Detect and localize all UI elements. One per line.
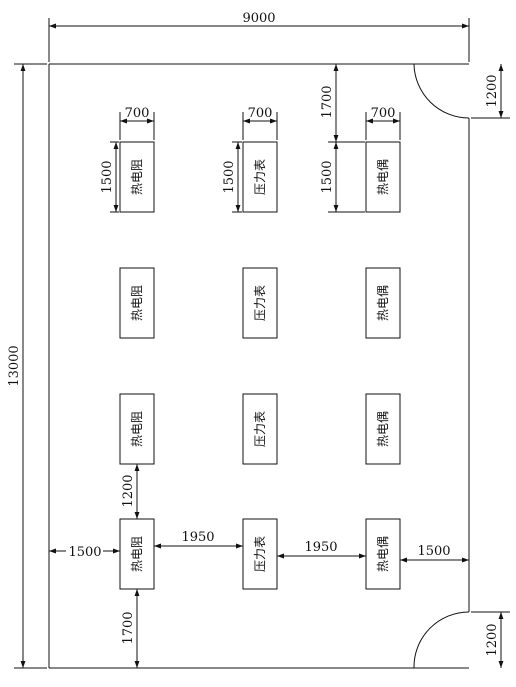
overall-width-dimension: 9000 xyxy=(48,11,470,62)
door-bottom-dimension: 1200 xyxy=(471,611,510,668)
instrument-label: 热电阻 xyxy=(130,411,144,447)
instrument-box-left-3: 热电阻 xyxy=(119,393,155,465)
column-gap-dimension-1: 1950 xyxy=(154,530,243,549)
box-height-dimension-middle: 1500 xyxy=(222,141,242,213)
left-margin-label: 1500 xyxy=(68,545,101,560)
instrument-label: 热电阻 xyxy=(130,159,144,195)
instrument-box-middle-3: 压力表 xyxy=(242,393,278,465)
right-margin-label: 1500 xyxy=(417,544,450,559)
box-width-label: 700 xyxy=(371,106,396,121)
box-width-dimension-middle: 700 xyxy=(242,106,278,140)
door-top xyxy=(413,63,470,119)
instrument-label: 热电偶 xyxy=(376,411,390,447)
instrument-box-left-2: 热电阻 xyxy=(119,267,155,339)
overall-height-dimension: 13000 xyxy=(7,63,47,669)
top-offset-label: 1700 xyxy=(320,85,335,118)
column-gap-dimension-2: 1950 xyxy=(277,540,366,559)
box-height-label: 1500 xyxy=(222,160,237,193)
box-width-dimension-right: 700 xyxy=(365,106,401,140)
box-height-label: 1500 xyxy=(100,160,115,193)
instrument-box-right-1: 热电偶 xyxy=(365,141,401,213)
box-width-dimension-left: 700 xyxy=(119,106,155,140)
instrument-label: 热电阻 xyxy=(130,536,144,572)
box-height-label: 1500 xyxy=(320,160,335,193)
overall-width-label: 9000 xyxy=(242,11,275,26)
left-margin-dimension: 1500 xyxy=(49,545,120,560)
bottom-offset-dimension: 1700 xyxy=(121,589,140,668)
door-top-label: 1200 xyxy=(485,74,500,107)
instrument-label: 压力表 xyxy=(253,411,267,447)
instrument-box-middle-1: 压力表 xyxy=(242,141,278,213)
instrument-box-middle-4: 压力表 xyxy=(242,518,278,590)
instrument-box-right-4: 热电偶 xyxy=(365,518,401,590)
door-top-dimension: 1200 xyxy=(471,64,510,119)
bottom-offset-label: 1700 xyxy=(121,611,136,644)
instrument-box-right-3: 热电偶 xyxy=(365,393,401,465)
box-width-label: 700 xyxy=(248,106,273,121)
overall-height-label: 13000 xyxy=(7,345,22,386)
column-gap-label-2: 1950 xyxy=(304,540,337,555)
row-gap-dimension: 1200 xyxy=(121,464,140,519)
instrument-box-left-4: 热电阻 xyxy=(119,518,155,590)
instrument-label: 压力表 xyxy=(253,159,267,195)
instrument-label: 压力表 xyxy=(253,285,267,321)
instrument-label: 压力表 xyxy=(253,536,267,572)
room-outline xyxy=(48,63,470,669)
box-height-dimension-left: 1500 xyxy=(100,141,119,213)
box-height-dimension-right: 1500 xyxy=(320,141,365,213)
instrument-box-right-2: 热电偶 xyxy=(365,267,401,339)
box-width-label: 700 xyxy=(125,106,150,121)
right-margin-dimension: 1500 xyxy=(400,544,469,563)
door-bottom-label: 1200 xyxy=(485,623,500,656)
instrument-box-left-1: 热电阻 xyxy=(119,141,155,213)
instrument-box-middle-2: 压力表 xyxy=(242,267,278,339)
instrument-label: 热电偶 xyxy=(376,159,390,195)
column-gap-label-1: 1950 xyxy=(181,530,214,545)
door-bottom xyxy=(413,611,470,669)
instrument-label: 热电阻 xyxy=(130,285,144,321)
row-gap-label: 1200 xyxy=(121,474,136,507)
instrument-label: 热电偶 xyxy=(376,536,390,572)
top-offset-dimension: 1700 xyxy=(320,64,339,142)
instrument-label: 热电偶 xyxy=(376,285,390,321)
